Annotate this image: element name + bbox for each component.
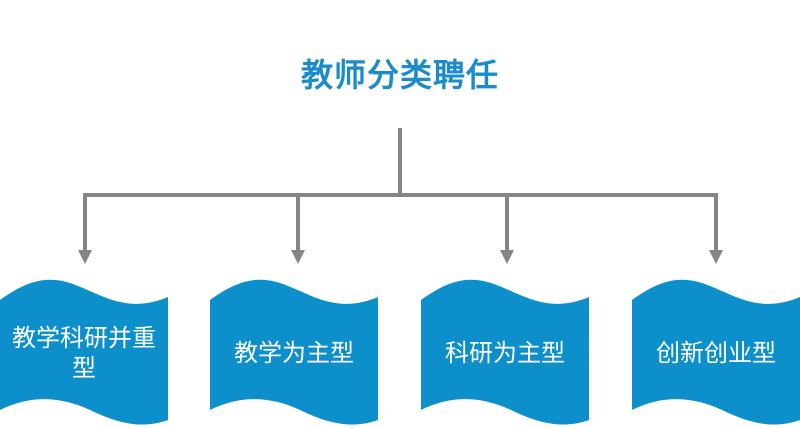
category-wave-shape (210, 279, 378, 425)
category-wave-shape (632, 279, 800, 425)
arrow-head-icon (78, 250, 92, 264)
arrow-head-icon (709, 250, 723, 264)
category-wave-shape (0, 279, 168, 425)
arrow-head-icon (291, 250, 305, 264)
arrow-head-icon (500, 250, 514, 264)
category-label: 教学为主型 (234, 339, 354, 367)
diagram-title: 教师分类聘任 (300, 56, 499, 94)
category-label: 教学科研并重型 (12, 324, 156, 382)
category-label: 创新创业型 (656, 339, 776, 367)
category-wave-shape (421, 279, 589, 425)
category-label: 科研为主型 (445, 339, 565, 367)
